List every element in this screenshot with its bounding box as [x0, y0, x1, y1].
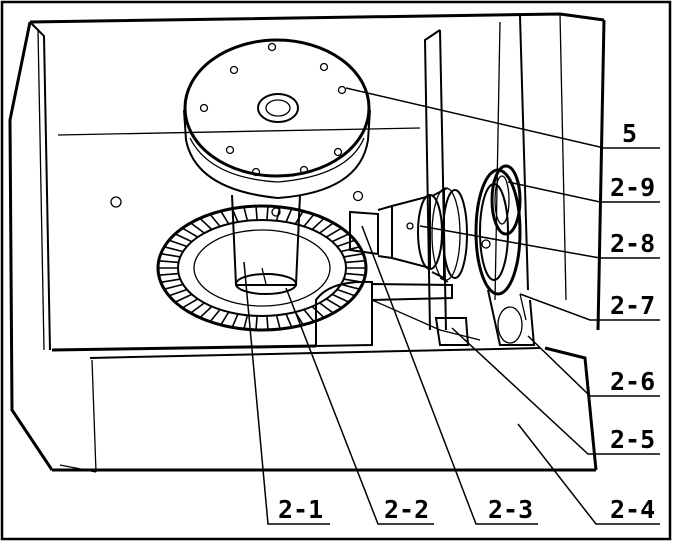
- gear-tooth: [158, 272, 179, 276]
- gear-tooth: [181, 227, 199, 238]
- gear-tooth: [231, 313, 239, 328]
- gear-tooth: [325, 298, 343, 309]
- pulley-assembly: [474, 164, 536, 346]
- flange-disc: [183, 38, 371, 217]
- gear-tooth: [285, 313, 293, 328]
- gear-tooth: [336, 239, 356, 248]
- coupling-and-motor: [349, 187, 491, 283]
- housing: [8, 12, 606, 473]
- gear-tooth: [325, 227, 343, 238]
- gear-tooth: [343, 252, 364, 258]
- gear-tooth: [168, 239, 188, 248]
- gear-tooth: [160, 252, 181, 258]
- gear-tooth: [158, 260, 179, 264]
- gear-tooth: [164, 283, 184, 290]
- label-2-3: 2-3: [488, 495, 533, 524]
- gear-tooth: [255, 206, 258, 221]
- label-2-9: 2-9: [610, 173, 655, 202]
- label-5: 5: [622, 119, 637, 148]
- gear-tooth: [190, 222, 205, 234]
- gear-tooth: [275, 206, 281, 221]
- gear-tooth: [311, 217, 325, 231]
- gear-tooth: [294, 210, 304, 225]
- gear-tooth: [181, 298, 199, 309]
- gear-tooth: [220, 311, 230, 326]
- label-2-4: 2-4: [610, 495, 655, 524]
- gear-tooth: [345, 272, 366, 276]
- gear-tooth: [336, 288, 356, 297]
- gear-tooth: [345, 260, 366, 264]
- vertical-shaft: [231, 194, 301, 295]
- gear-tooth: [255, 315, 258, 330]
- gear-tooth: [231, 208, 239, 223]
- gear-tooth: [319, 222, 334, 234]
- gear-tooth: [340, 283, 360, 290]
- gear-tooth: [275, 315, 281, 330]
- label-2-6: 2-6: [610, 367, 655, 396]
- gear-tooth: [199, 305, 213, 319]
- gear-tooth: [174, 293, 193, 303]
- label-2-2: 2-2: [384, 495, 429, 524]
- gear-tooth: [209, 309, 221, 323]
- gear-tooth: [209, 213, 221, 227]
- gear-tooth: [319, 302, 334, 314]
- bevel-gear: [156, 204, 368, 332]
- gear-tooth: [303, 213, 315, 227]
- gear-tooth: [199, 217, 213, 231]
- gear-tooth: [303, 309, 315, 323]
- gear-tooth: [243, 315, 249, 330]
- support-block: [315, 280, 481, 348]
- part-labels: 5 2-9 2-8 2-7 2-6 2-5 2-4 2-3 2-2 2-1: [278, 119, 655, 524]
- gear-tooth: [331, 293, 350, 303]
- gear-tooth: [174, 233, 193, 243]
- label-2-7: 2-7: [610, 291, 655, 320]
- gear-tooth: [285, 208, 293, 223]
- gear-tooth: [266, 315, 269, 330]
- gear-teeth: [158, 206, 366, 330]
- gear-tooth: [266, 206, 269, 221]
- gear-tooth: [220, 210, 230, 225]
- gear-tooth: [168, 288, 188, 297]
- gear-tooth: [160, 278, 181, 284]
- label-2-8: 2-8: [610, 229, 655, 258]
- gear-tooth: [243, 206, 249, 221]
- label-2-1: 2-1: [278, 495, 323, 524]
- gear-tooth: [331, 233, 350, 243]
- gear-tooth: [164, 246, 184, 253]
- gear-tooth: [190, 302, 205, 314]
- leader-lines: [243, 87, 660, 525]
- label-2-5: 2-5: [610, 425, 655, 454]
- gear-tooth: [311, 305, 325, 319]
